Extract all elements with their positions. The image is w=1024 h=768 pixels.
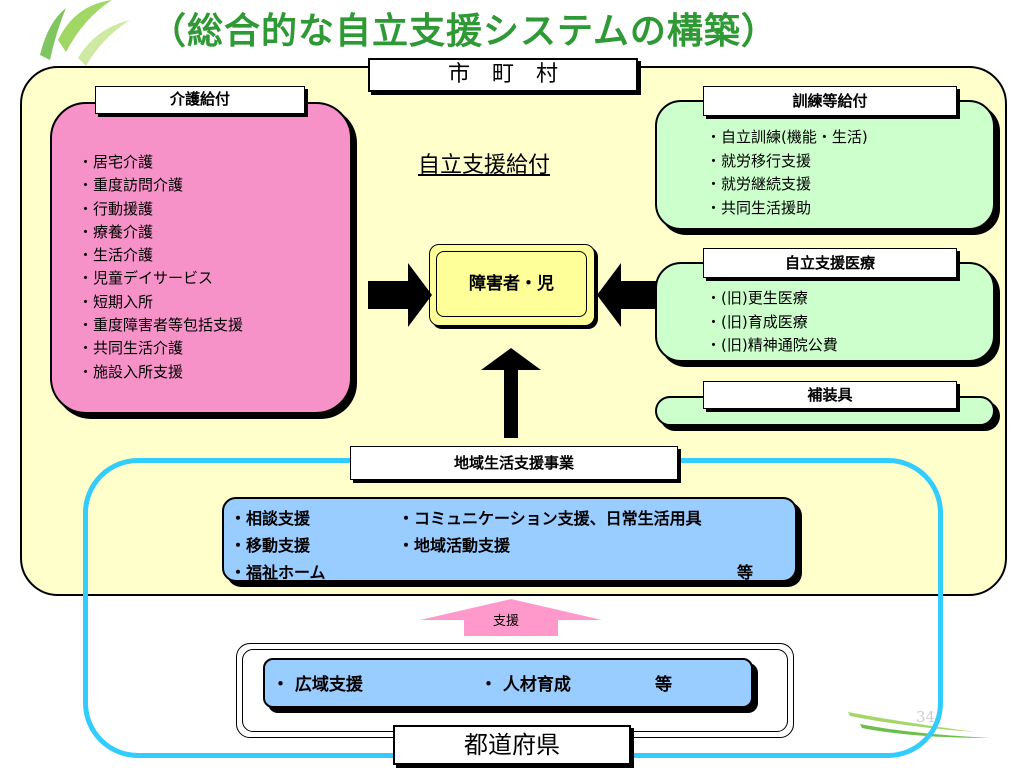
community-item: ・地域活動支援 [398,536,511,555]
prefecture-support-panel [263,658,753,708]
list-item: ・重度訪問介護 [78,176,184,195]
community-support-panel [222,497,797,582]
list-item: ・療養介護 [78,222,154,241]
list-item: ・行動援護 [78,199,154,218]
list-item: ・(旧)精神通院公費 [706,336,838,354]
support-arrow-label: 支援 [493,614,520,629]
list-item: ・児童デイサービス [78,269,214,288]
care-benefits-list: ・居宅介護 ・重度訪問介護 ・行動援護 ・療養介護 ・生活介護 ・児童デイサービ… [78,151,243,384]
list-item: ・(旧)育成医療 [706,312,808,331]
list-item: ・共同生活援助 [706,198,812,217]
list-item: ・居宅介護 [78,153,154,171]
medical-list: ・(旧)更生医療 ・(旧)育成医療 ・(旧)精神通院公費 [706,287,838,358]
list-item: ・自立訓練(機能・生活) [706,128,868,146]
municipality-label: 市 町 村 [368,58,638,92]
list-item: ・重度障害者等包括支援 [78,316,244,335]
medical-panel [655,262,995,362]
care-benefits-label: 介護給付 [95,86,305,114]
training-benefits-label: 訓練等給付 [703,86,957,116]
person-box [429,244,595,326]
list-item: ・(旧)更生医療 [706,289,808,307]
prefecture-item: 等 [655,675,672,695]
arrow-up-icon [481,348,541,438]
page-number: 34 [916,708,936,726]
community-item: ・福祉ホーム [230,563,326,582]
list-item: ・施設入所支援 [78,362,184,381]
support-arrow-icon [420,599,602,636]
community-item: ・相談支援 [230,509,311,528]
community-support-label: 地域生活支援事業 [350,446,678,480]
training-benefits-list: ・自立訓練(機能・生活) ・就労移行支援 ・就労継続支援 ・共同生活援助 [706,126,868,220]
community-item: ・移動支援 [230,536,311,555]
arrow-right-icon [368,263,432,327]
medical-label: 自立支援医療 [703,248,957,278]
list-item: ・共同生活介護 [78,339,184,358]
list-item: ・就労移行支援 [706,151,812,170]
list-item: ・生活介護 [78,246,154,265]
person-label: 障害者・児 [436,251,587,317]
slide-title: （総合的な自立支援システムの構築） [150,11,778,52]
community-etc: 等 [737,563,754,582]
prefecture-item: ・ 広域支援 [272,675,363,695]
independence-support-caption: 自立支援給付 [418,153,551,178]
community-item: ・コミュニケーション支援、日常生活用具 [398,509,702,528]
training-benefits-panel [655,100,995,230]
prefecture-label: 都道府県 [393,725,631,765]
arrow-left-icon [597,263,657,327]
list-item: ・短期入所 [78,292,154,311]
devices-label: 補装具 [703,381,957,409]
list-item: ・就労継続支援 [706,175,812,193]
prefecture-item: ・ 人材育成 [480,675,571,695]
